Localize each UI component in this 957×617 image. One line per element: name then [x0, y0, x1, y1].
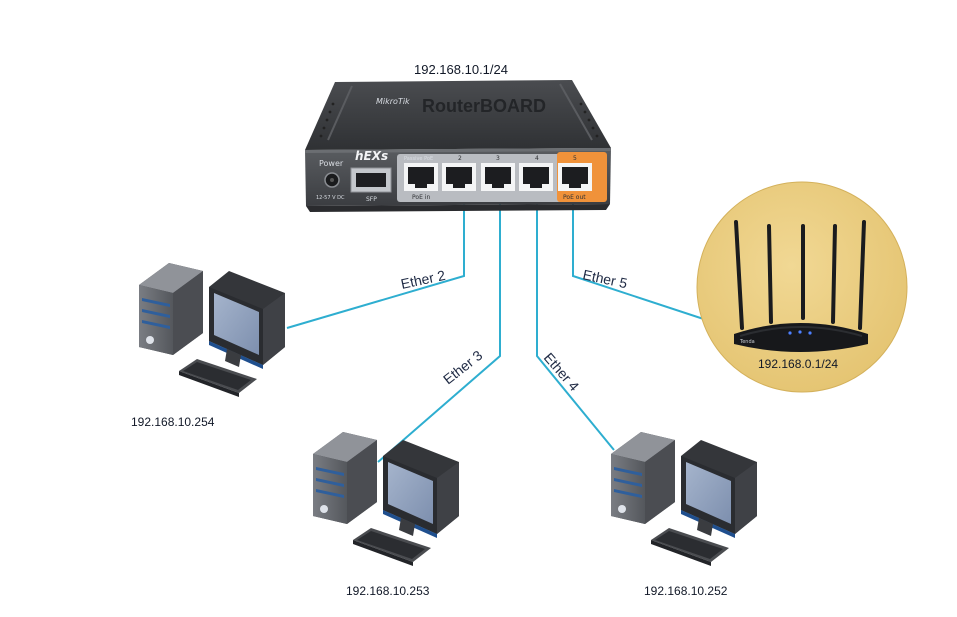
port4-number: 4 [535, 155, 539, 162]
cable-ether4 [536, 197, 615, 451]
port3-number: 3 [496, 155, 500, 162]
cable-ether5 [572, 197, 738, 331]
cable-ether2 [286, 197, 465, 329]
pc-right-ip-label: 192.168.10.252 [644, 584, 728, 598]
ether3-label: Ether 3 [440, 347, 486, 388]
port5-number: 5 [573, 155, 577, 162]
pc-left-ip-label: 192.168.10.254 [131, 415, 215, 429]
poe-out-label: PoE out [563, 194, 586, 201]
desktop-computer-icon [139, 263, 285, 397]
core-router: MikroTik RouterBOARD Power 12-57 V DC SF… [305, 80, 611, 212]
router-brand: RouterBOARD [422, 96, 546, 116]
ethernet-ports [404, 163, 592, 191]
desktop-computer-icon [313, 432, 459, 566]
desktop-computer-icon [611, 432, 757, 566]
sfp-label: SFP [366, 196, 377, 203]
pc-right [611, 432, 757, 566]
pc-left [139, 263, 285, 397]
power-label: Power [319, 159, 344, 168]
wifi-router: Tenda [696, 181, 908, 393]
poe-in-label: PoE in [412, 194, 430, 201]
antennas-icon [734, 220, 866, 330]
router-model: hEXs [355, 149, 388, 163]
ethernet-port-2 [442, 163, 476, 191]
port1-label: Passive PoE [404, 156, 433, 162]
ethernet-port-3 [481, 163, 515, 191]
wifi-router-ip-label: 192.168.0.1/24 [758, 357, 838, 371]
ethernet-port-4 [519, 163, 553, 191]
pc-middle [313, 432, 459, 566]
router-ip-label: 192.168.10.1/24 [414, 62, 508, 77]
router-brand-small: MikroTik [376, 97, 410, 106]
pc-middle-ip-label: 192.168.10.253 [346, 584, 430, 598]
wifi-router-brand: Tenda [739, 339, 755, 345]
ethernet-port-1 [404, 163, 438, 191]
voltage-label: 12-57 V DC [316, 195, 345, 201]
port2-number: 2 [458, 155, 462, 162]
ethernet-port-5 [558, 163, 592, 191]
cable-ether3 [377, 197, 501, 463]
